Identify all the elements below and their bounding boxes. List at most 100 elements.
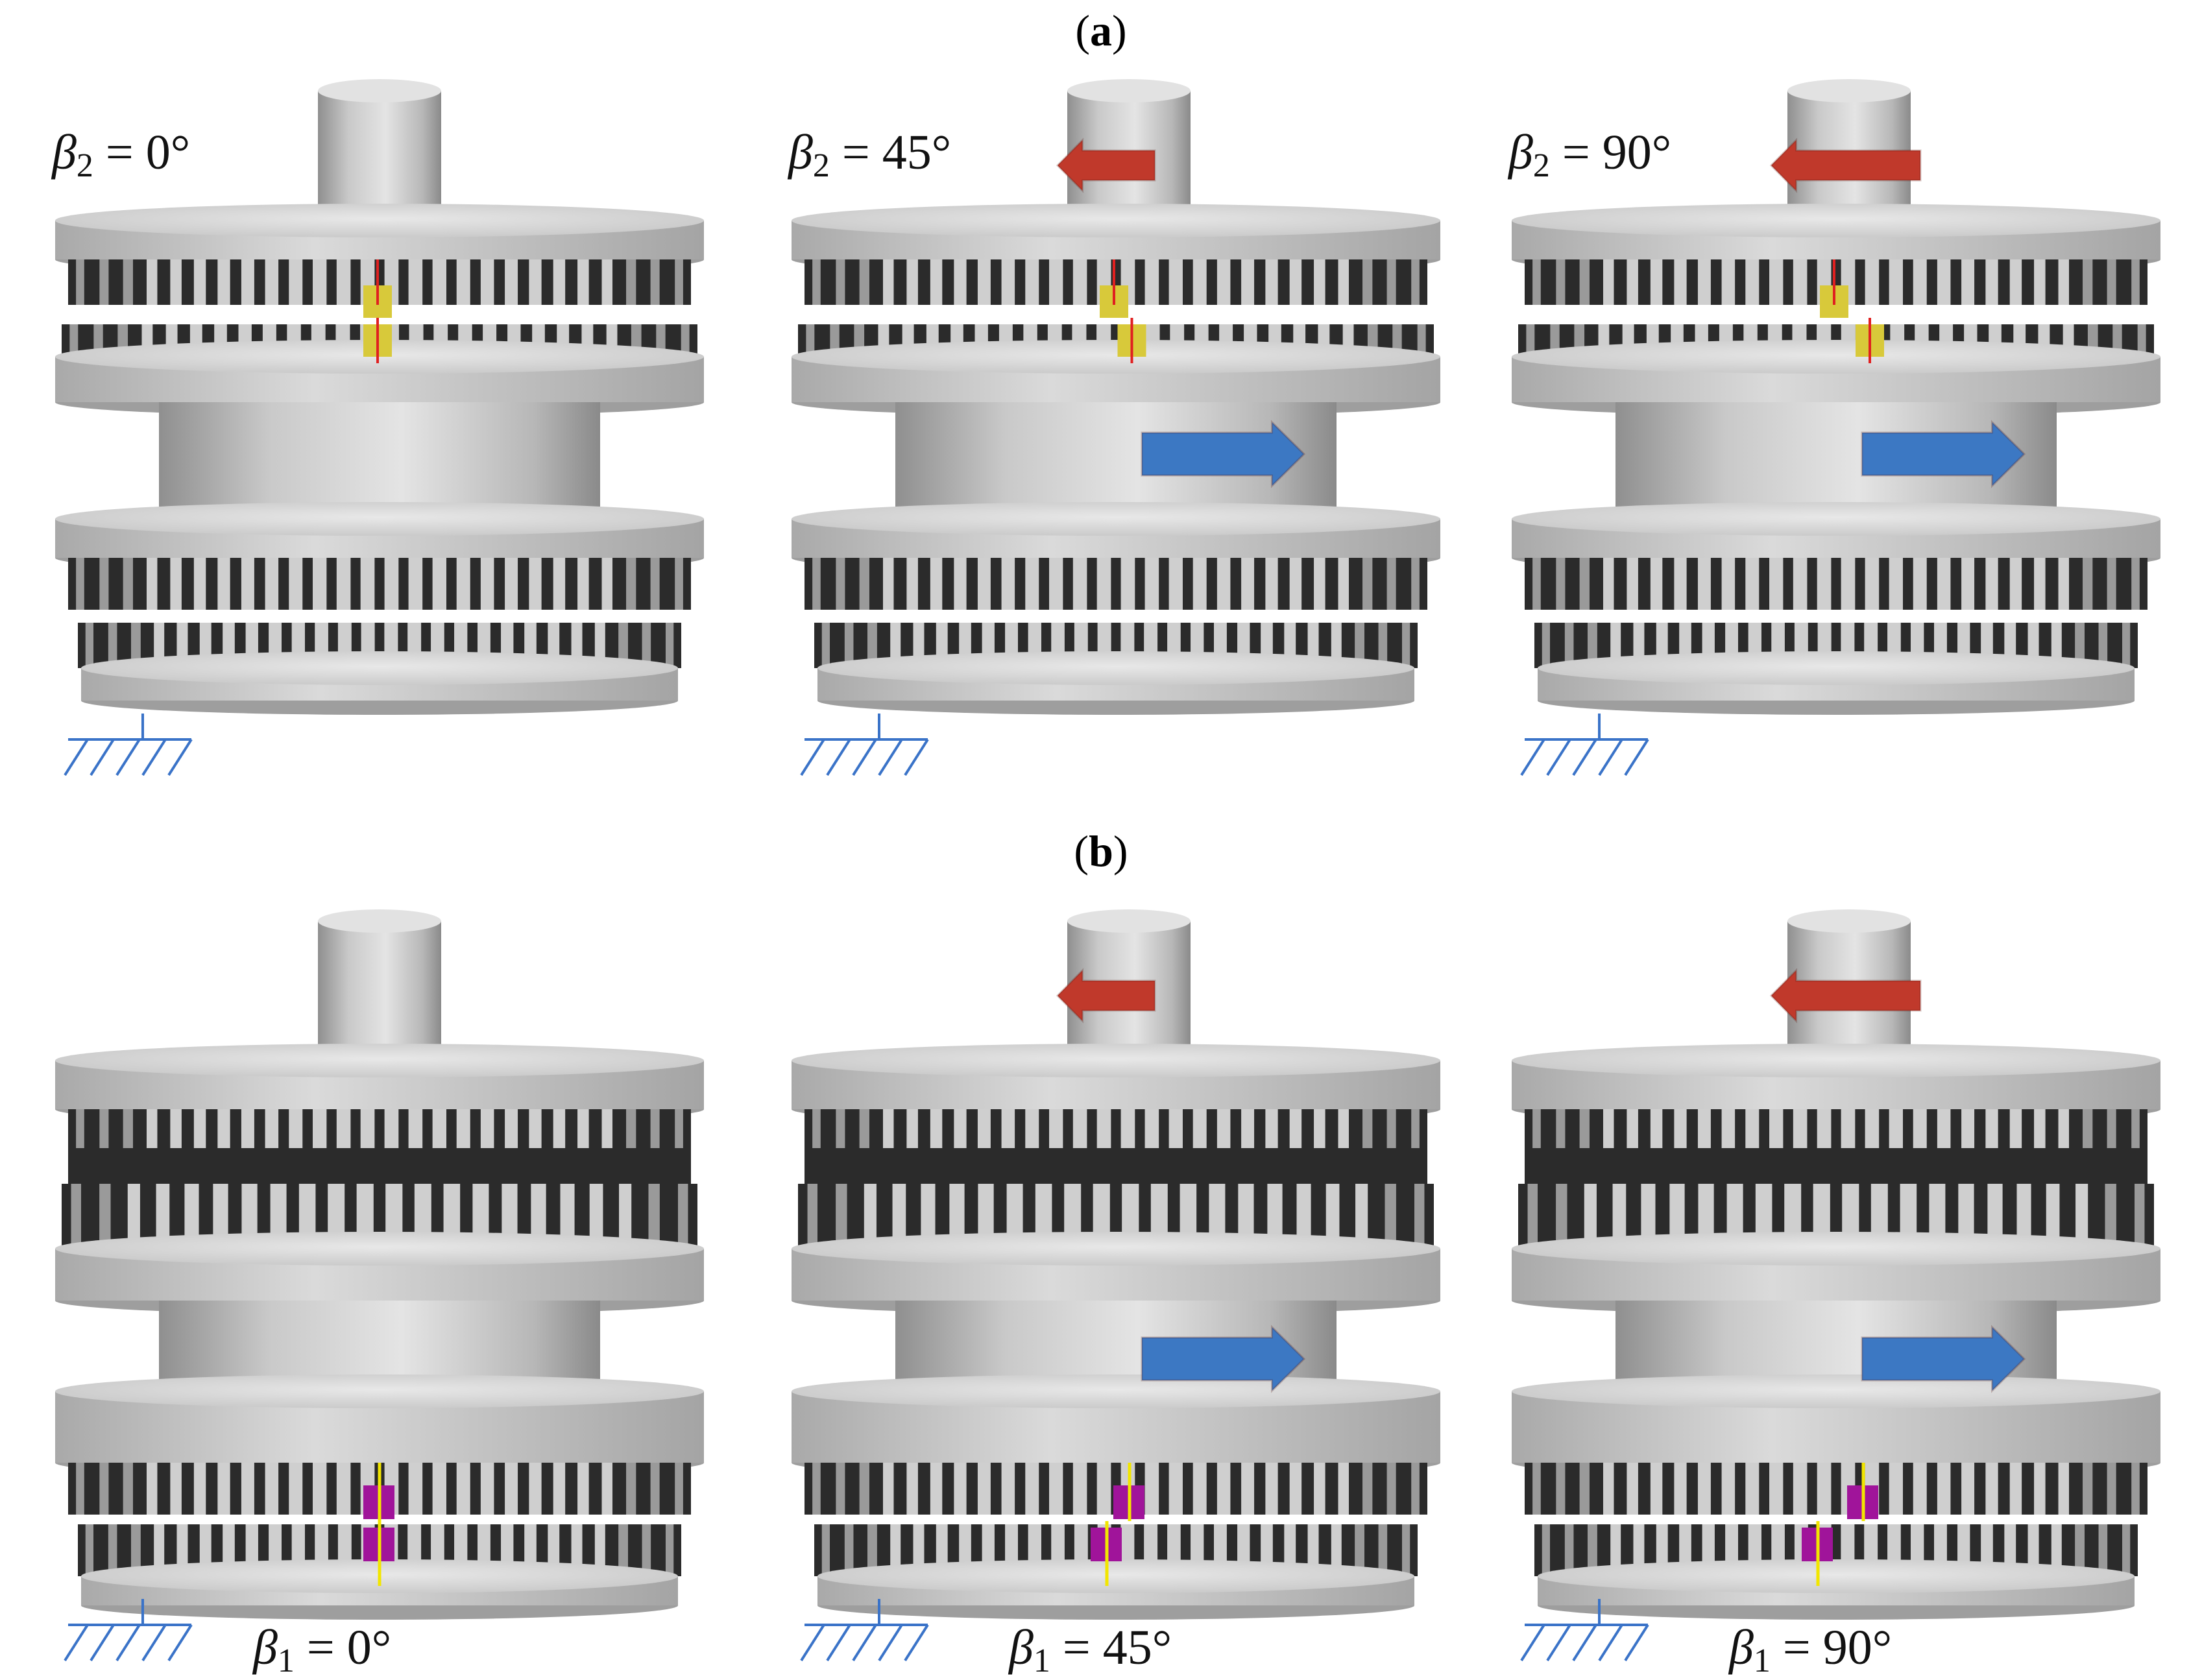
ground-hatch: [90, 738, 115, 776]
ground-hatch: [1572, 1624, 1597, 1662]
gear-tooth: [289, 259, 303, 305]
beta-label: β1 = 90°: [1728, 1620, 1892, 1679]
gear-tooth: [408, 259, 423, 305]
gear-tooth: [1745, 558, 1760, 610]
gear-tooth: [1745, 259, 1760, 305]
ground-symbol: [64, 714, 193, 776]
disk-top-face: [792, 204, 1440, 237]
beta-value: = 45°: [1050, 1620, 1172, 1675]
ground-hatch: [1624, 738, 1649, 776]
base-disk: [1538, 1559, 2135, 1620]
rotation-arrow-middle: [1861, 420, 2026, 488]
gear-tooth: [1025, 1463, 1039, 1515]
lower-middle-disk: [1512, 502, 2160, 572]
gear-tooth: [1579, 558, 1590, 610]
gear-tooth: [1961, 259, 1975, 305]
gear-tooth: [836, 1109, 845, 1148]
beta-symbol: β: [1008, 1620, 1034, 1675]
assembly-a-3: β2 = 90°: [1507, 79, 2160, 776]
input-shaft-top: [1787, 79, 1911, 102]
gear-tooth: [1049, 1109, 1063, 1148]
gear-tooth: [146, 558, 158, 610]
gear-tooth: [1985, 1463, 1998, 1515]
gear-tooth: [1307, 1524, 1319, 1576]
rotation-arrow-top: [1769, 138, 1922, 193]
gear-tooth: [1937, 558, 1951, 610]
gear-tooth: [1411, 1463, 1420, 1515]
bottom-upper-teeth: [805, 558, 1427, 610]
gear-tooth: [289, 1109, 303, 1148]
gear-tooth: [1610, 1524, 1621, 1576]
gear-tooth: [123, 259, 133, 305]
gear-tooth: [146, 259, 158, 305]
ground-hatch: [904, 1624, 929, 1662]
gear-tooth: [505, 558, 518, 610]
beta-value: = 0°: [93, 125, 190, 180]
gear-tooth: [665, 1524, 674, 1576]
gear-tooth: [1144, 1463, 1159, 1515]
gear-tooth: [1579, 1463, 1590, 1515]
gear-tooth: [1168, 259, 1183, 305]
gear-tooth: [1584, 1184, 1597, 1249]
gear-tooth: [1769, 558, 1784, 610]
ground-hatch: [1546, 1624, 1571, 1662]
gear-tooth: [1025, 259, 1039, 305]
gear-tooth: [882, 259, 894, 305]
assembly-a-1: β2 = 0°: [51, 79, 704, 776]
gear-tooth: [1633, 1524, 1645, 1576]
gear-tooth: [1793, 259, 1808, 305]
gear-tooth: [977, 1109, 991, 1148]
gear-tooth: [2122, 623, 2131, 668]
gear-tooth: [577, 259, 589, 305]
beta-subscript: 2: [77, 147, 93, 184]
gear-tooth: [1001, 259, 1015, 305]
gear-tooth: [930, 558, 943, 610]
gear-tooth: [1641, 1184, 1656, 1249]
gear-tooth: [1144, 558, 1159, 610]
gear-tooth: [1072, 259, 1087, 305]
gear-tooth: [1386, 558, 1396, 610]
gear-tooth: [241, 1109, 254, 1148]
gear-tooth: [577, 1463, 589, 1515]
ground-symbol: [800, 714, 929, 776]
gear-tooth: [1579, 259, 1590, 305]
gear-tooth: [99, 558, 109, 610]
disk-top-face: [792, 1232, 1440, 1266]
gear-tooth: [1386, 1463, 1396, 1515]
gear-tooth: [1001, 1463, 1015, 1515]
gear-tooth: [807, 1184, 818, 1249]
gear-tooth: [906, 259, 918, 305]
gear-tooth: [1168, 1109, 1183, 1148]
bottom-upper-teeth: [1525, 1463, 2148, 1515]
beta-label: β2 = 45°: [787, 125, 951, 184]
disk-top-face: [817, 651, 1414, 685]
gear-tooth: [1289, 1109, 1302, 1148]
gear-tooth: [1697, 558, 1711, 610]
gear-tooth: [1001, 1109, 1015, 1148]
upper-teeth: [68, 1109, 691, 1148]
gear-tooth: [1386, 259, 1396, 305]
gear-tooth: [480, 1463, 494, 1515]
gear-tooth: [1025, 558, 1039, 610]
gear-tooth: [313, 259, 327, 305]
gear-tooth: [650, 259, 660, 305]
gear-tooth: [1603, 558, 1614, 610]
gear-tooth: [867, 623, 877, 668]
gear-tooth: [859, 1463, 869, 1515]
ground-hatch: [1598, 1624, 1623, 1662]
gear-tooth: [2009, 1463, 2022, 1515]
gear-tooth: [1120, 558, 1135, 610]
gear-tooth: [906, 1463, 918, 1515]
gear-tooth: [1241, 558, 1255, 610]
ground-hatch: [878, 738, 903, 776]
gear-tooth: [836, 259, 845, 305]
gear-tooth: [2131, 1463, 2140, 1515]
ground-hatch: [141, 1624, 167, 1662]
ground-hatch: [64, 738, 89, 776]
gear-tooth: [812, 558, 821, 610]
gear-tooth: [650, 1109, 660, 1148]
gear-tooth: [677, 1184, 688, 1249]
gear-tooth: [1241, 1109, 1255, 1148]
beta-value: = 45°: [830, 125, 951, 180]
gear-tooth: [1793, 1463, 1808, 1515]
